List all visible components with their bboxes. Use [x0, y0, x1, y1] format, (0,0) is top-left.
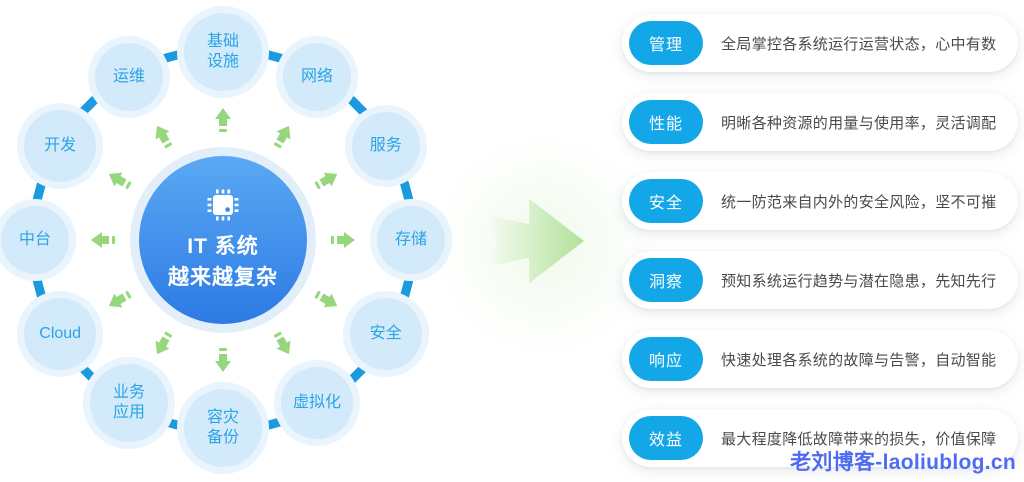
outward-arrow-icon	[309, 285, 342, 313]
diagram-node: 安全	[349, 298, 422, 370]
benefit-description: 统一防范来自内外的安全风险，坚不可摧	[721, 193, 997, 211]
center-title-line1: IT 系统	[187, 234, 259, 258]
outward-arrow-icon	[327, 232, 355, 248]
center-circle: IT 系统 越来越复杂	[139, 156, 307, 324]
diagram-node-label: 安全	[369, 325, 402, 342]
it-complexity-diagram: 基础 设施 网络 服务 存储 安全 虚拟化 容灾 备份 业务 应用 Cloud …	[0, 0, 470, 482]
diagram-node-label: 服务	[369, 137, 402, 154]
diagram-node: 容灾 备份	[184, 389, 262, 467]
ring-dash	[32, 276, 47, 302]
diagram-node-label: 开发	[44, 137, 77, 154]
ring-dash	[345, 93, 370, 118]
outward-arrow-icon	[104, 285, 137, 313]
diagram-node-label: 存储	[394, 231, 427, 248]
diagram-node-label: Cloud	[39, 325, 82, 342]
diagram-node-label: 基础 设施	[206, 33, 239, 70]
outward-arrow-icon	[104, 167, 137, 195]
ring-dash	[399, 178, 414, 204]
ring-dash	[161, 416, 187, 431]
outward-arrow-icon	[150, 326, 178, 359]
diagram-node-label: 虚拟化	[292, 393, 341, 411]
diagram-node-label: 业务 应用	[112, 383, 145, 421]
benefit-tag: 安全	[629, 179, 703, 223]
ring-dash	[399, 276, 414, 302]
benefit-description: 最大程度降低故障带来的损失，价值保障	[721, 430, 997, 448]
benefit-card: 响应 快速处理各系统的故障与告警，自动智能	[622, 330, 1018, 388]
benefit-card: 洞察 预知系统运行趋势与潜在隐患，先知先行	[622, 251, 1018, 309]
outward-arrow-icon	[268, 326, 296, 359]
benefit-card: 安全 统一防范来自内外的安全风险，坚不可摧	[622, 172, 1018, 230]
outward-arrow-icon	[268, 121, 296, 154]
ring-dash	[32, 178, 47, 204]
benefit-tag: 性能	[629, 100, 703, 144]
diagram-node-label: 运维	[112, 68, 145, 86]
benefit-tag: 洞察	[629, 258, 703, 302]
ring-dash	[259, 49, 285, 64]
diagram-node-label: 中台	[18, 231, 51, 248]
benefit-card: 管理 全局掌控各系统运行运营状态，心中有数	[622, 14, 1018, 72]
diagram-node: 存储	[377, 206, 445, 274]
outward-arrow-icon	[150, 121, 178, 154]
benefit-card: 性能 明晰各种资源的用量与使用率，灵活调配	[622, 93, 1018, 151]
chip-icon	[207, 189, 239, 220]
benefit-list: 管理 全局掌控各系统运行运营状态，心中有数 性能 明晰各种资源的用量与使用率，灵…	[622, 14, 1018, 467]
diagram-node: Cloud	[24, 298, 97, 370]
center-title-line2: 越来越复杂	[168, 266, 278, 289]
benefit-card: 效益 最大程度降低故障带来的损失，价值保障	[622, 409, 1018, 467]
benefit-description: 预知系统运行趋势与潜在隐患，先知先行	[721, 272, 997, 290]
diagram-node: 中台	[1, 206, 69, 274]
diagram-node-label: 容灾 备份	[206, 409, 239, 446]
outward-arrow-icon	[309, 167, 342, 195]
diagram-node: 业务 应用	[90, 363, 168, 442]
outward-arrow-icon	[215, 108, 231, 136]
benefit-description: 快速处理各系统的故障与告警，自动智能	[721, 351, 997, 369]
diagram-node: 网络	[283, 43, 351, 112]
outward-arrow-icon	[91, 232, 119, 248]
ring-dash	[161, 49, 187, 64]
benefit-description: 全局掌控各系统运行运营状态，心中有数	[721, 35, 997, 53]
ring-dash	[76, 93, 101, 118]
outward-arrow-icon	[215, 344, 231, 372]
diagram-node: 基础 设施	[184, 13, 262, 91]
diagram-node: 开发	[24, 110, 97, 182]
benefit-description: 明晰各种资源的用量与使用率，灵活调配	[721, 114, 997, 132]
diagram-node: 运维	[95, 43, 163, 112]
ring-dash	[259, 416, 285, 431]
benefit-tag: 响应	[629, 337, 703, 381]
diagram-node-label: 网络	[300, 68, 333, 86]
benefit-tag: 管理	[629, 21, 703, 65]
diagram-node: 虚拟化	[281, 366, 353, 439]
watermark: 老刘博客-laoliublog.cn	[790, 451, 1016, 474]
diagram-node: 服务	[351, 112, 420, 180]
benefit-tag: 效益	[629, 416, 703, 460]
ring-dash	[345, 362, 370, 387]
